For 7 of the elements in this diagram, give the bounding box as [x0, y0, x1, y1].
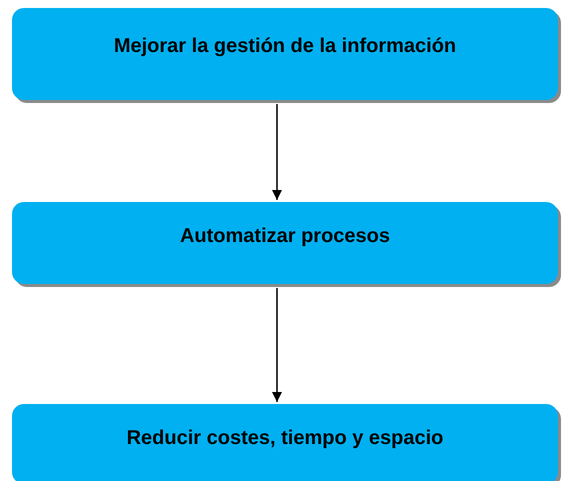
box-label: Reducir costes, tiempo y espacio: [126, 426, 444, 450]
process-box: [12, 8, 558, 100]
process-box: [12, 202, 558, 284]
box-label: Mejorar la gestión de la información: [114, 34, 456, 58]
box-label: Automatizar procesos: [180, 224, 390, 248]
arrow: [272, 288, 282, 402]
process-box: [12, 404, 558, 481]
